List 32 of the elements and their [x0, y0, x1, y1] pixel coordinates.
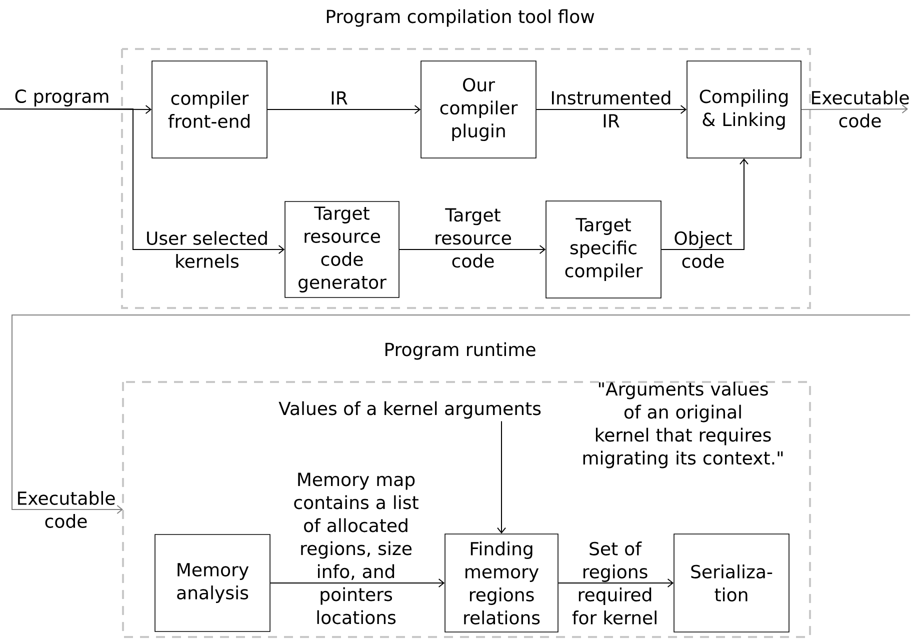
- group-title: Program compilation tool flow: [326, 9, 594, 27]
- edge-label: User selected kernels: [147, 231, 267, 268]
- process-box: Target resource code generator: [284, 201, 400, 298]
- process-box: Memory analysis: [154, 534, 270, 632]
- arrow: [536, 105, 687, 114]
- arrow: [0, 108, 285, 254]
- process-box: Target specific compiler: [546, 200, 662, 298]
- arrow: [660, 158, 748, 250]
- process-box: Compiling & Linking: [686, 60, 802, 158]
- arrow: [558, 578, 674, 588]
- edge-label: Target resource code: [436, 208, 511, 268]
- group-title: Program runtime: [386, 342, 536, 360]
- edge-label: Instrumented IR: [552, 90, 670, 128]
- edge-label: Object code: [674, 231, 732, 268]
- edge-label: Executable code: [18, 491, 115, 528]
- process-box: Our compiler plugin: [420, 60, 536, 158]
- edge-label: Memory map contains a list of allocated regions, size info, and pointers locations: [294, 472, 418, 624]
- arrow: [266, 105, 421, 114]
- edge-label: C program: [15, 89, 108, 106]
- process-box: Serializa- tion: [674, 534, 790, 632]
- edge-label: Set of regions required for kernel: [572, 542, 656, 624]
- arrow: [12, 314, 911, 514]
- text-label: Values of a kernel arguments: [278, 401, 541, 419]
- note-text: "Arguments values of an original kernel that requires migrating its context.": [583, 382, 783, 468]
- edge-label: Executable code: [812, 90, 909, 128]
- arrow: [800, 104, 908, 114]
- process-box: compiler front-end: [152, 60, 268, 158]
- arrow: [270, 578, 445, 588]
- process-box: Finding memory regions relations: [444, 534, 558, 632]
- arrow: [497, 420, 506, 534]
- edge-label: IR: [332, 91, 348, 104]
- arrow: [398, 245, 546, 254]
